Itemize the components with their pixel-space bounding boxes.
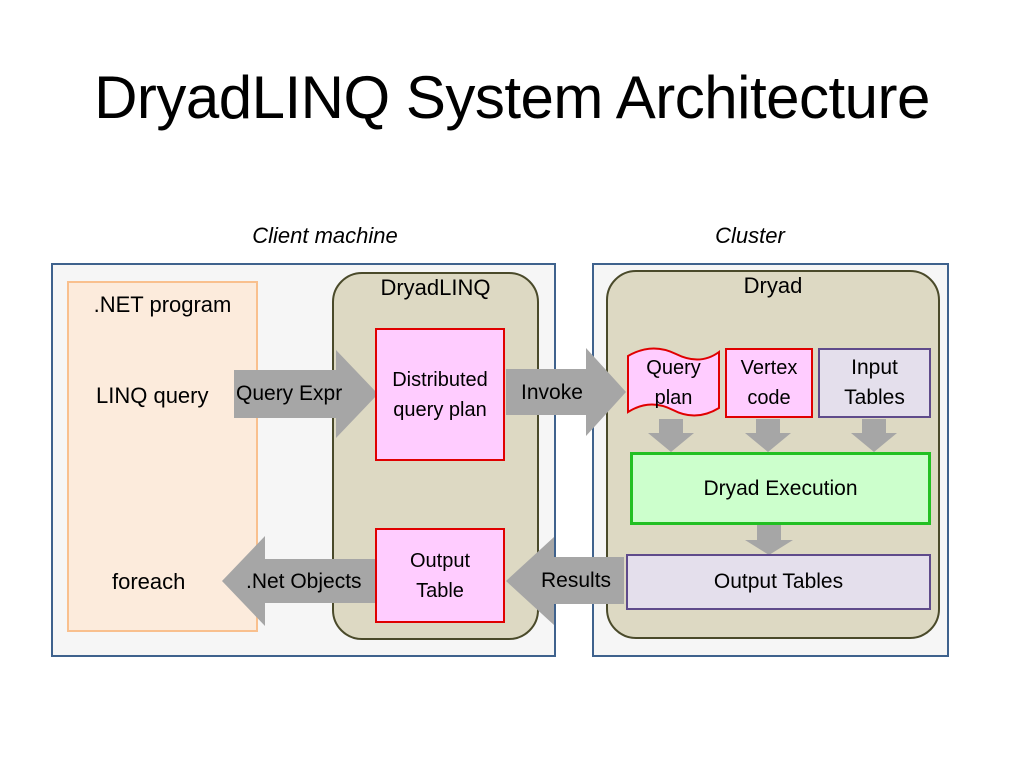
client-machine-caption: Client machine — [252, 223, 398, 248]
dryadlinq-title: DryadLINQ — [380, 275, 491, 300]
down-arrow-vertex-code — [745, 419, 791, 452]
foreach-label: foreach — [112, 569, 186, 594]
invoke-arrow — [506, 348, 626, 436]
output-tables-box: Output Tables — [626, 554, 931, 610]
query-expr-arrow — [234, 350, 378, 438]
net-program-box — [67, 281, 258, 632]
down-arrow-execution-output — [745, 525, 793, 555]
input-tables-label: Input Tables — [844, 356, 905, 409]
query-plan-shape — [627, 347, 720, 417]
net-program-label: .NET program — [93, 292, 232, 317]
query-plan-label: Query plan — [646, 357, 701, 409]
output-tables-label: Output Tables — [713, 570, 844, 593]
net-objects-arrow — [222, 536, 378, 626]
invoke-label: Invoke — [521, 381, 583, 404]
vertex-code-box: Vertex code — [725, 348, 813, 418]
dryad-title: Dryad — [743, 273, 803, 298]
results-arrow — [506, 537, 624, 625]
net-objects-label: .Net Objects — [246, 570, 362, 593]
vertex-code-label: Vertex code — [740, 357, 798, 409]
input-tables-box: Input Tables — [818, 348, 931, 418]
output-table-label: Output Table — [409, 549, 471, 602]
results-label: Results — [541, 569, 612, 592]
slide-title: DryadLINQ System Architecture — [94, 64, 930, 131]
linq-query-label: LINQ query — [96, 383, 209, 408]
down-arrow-input-tables — [851, 419, 897, 452]
cluster-caption: Cluster — [715, 223, 785, 248]
dryad-execution-label: Dryad Execution — [703, 476, 858, 500]
query-plan-box: Query plan — [628, 354, 719, 412]
dryad-execution-box: Dryad Execution — [630, 452, 931, 525]
query-expr-label: Query Expr — [236, 382, 343, 405]
output-table-box: Output Table — [375, 528, 505, 623]
distributed-query-plan-box: Distributed query plan — [375, 328, 505, 461]
distributed-query-plan-label: Distributed query plan — [392, 368, 488, 421]
down-arrow-query-plan — [648, 419, 694, 452]
